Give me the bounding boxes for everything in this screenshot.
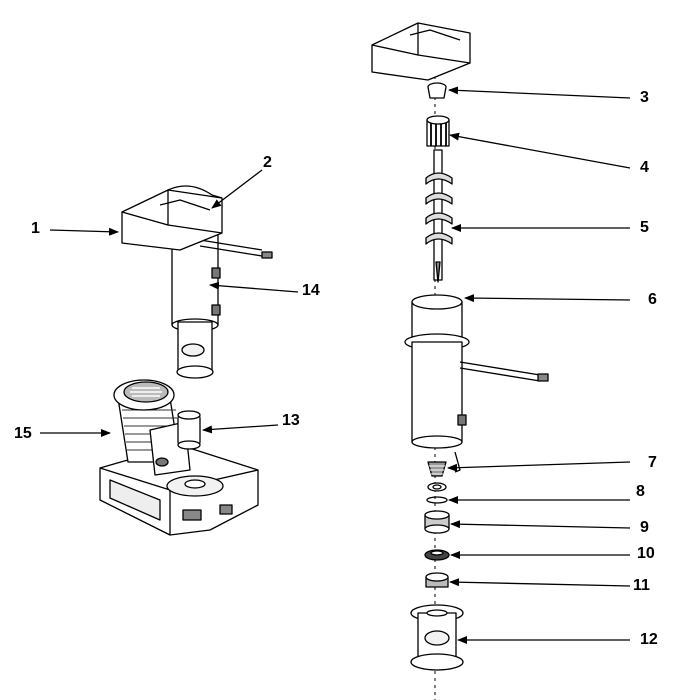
callout-12: 12 <box>640 631 658 648</box>
leader-14 <box>209 281 299 293</box>
callout-5: 5 <box>640 219 649 236</box>
leader-3 <box>448 86 631 99</box>
screw-shaft <box>425 149 453 283</box>
callout-2: 2 <box>263 154 272 171</box>
callout-15: 15 <box>14 425 32 442</box>
callout-3: 3 <box>640 89 649 106</box>
leader-4 <box>449 132 631 169</box>
callout-7: 7 <box>648 454 657 471</box>
coupling <box>177 410 201 450</box>
callout-11: 11 <box>633 577 650 594</box>
o-ring <box>426 496 448 504</box>
impeller <box>426 115 450 147</box>
bearing <box>424 549 450 561</box>
discharge-head <box>121 185 223 251</box>
callout-6: 6 <box>648 291 657 308</box>
callout-1: 1 <box>31 220 40 237</box>
callout-8: 8 <box>636 483 645 500</box>
leader-2 <box>211 169 263 209</box>
bearing-housing <box>410 604 464 671</box>
callout-13: 13 <box>282 412 300 429</box>
gearbox-base <box>99 444 259 536</box>
leader-9 <box>450 520 631 529</box>
callout-4: 4 <box>640 159 649 176</box>
callout-9: 9 <box>640 519 649 536</box>
exploded-head <box>371 22 471 81</box>
bearing-lower <box>425 572 449 588</box>
barrel <box>404 294 549 449</box>
leader-11 <box>449 578 631 587</box>
leader-6 <box>464 294 631 303</box>
washer <box>427 482 447 492</box>
callout-14: 14 <box>302 282 320 299</box>
cap <box>427 82 447 99</box>
pump-barrel-assembly <box>171 224 273 379</box>
seal-seat <box>424 510 450 534</box>
callout-10: 10 <box>637 545 655 562</box>
leader-1 <box>49 227 119 236</box>
leader-7 <box>447 461 631 472</box>
seal-spring <box>427 451 461 477</box>
leader-13 <box>202 424 279 434</box>
